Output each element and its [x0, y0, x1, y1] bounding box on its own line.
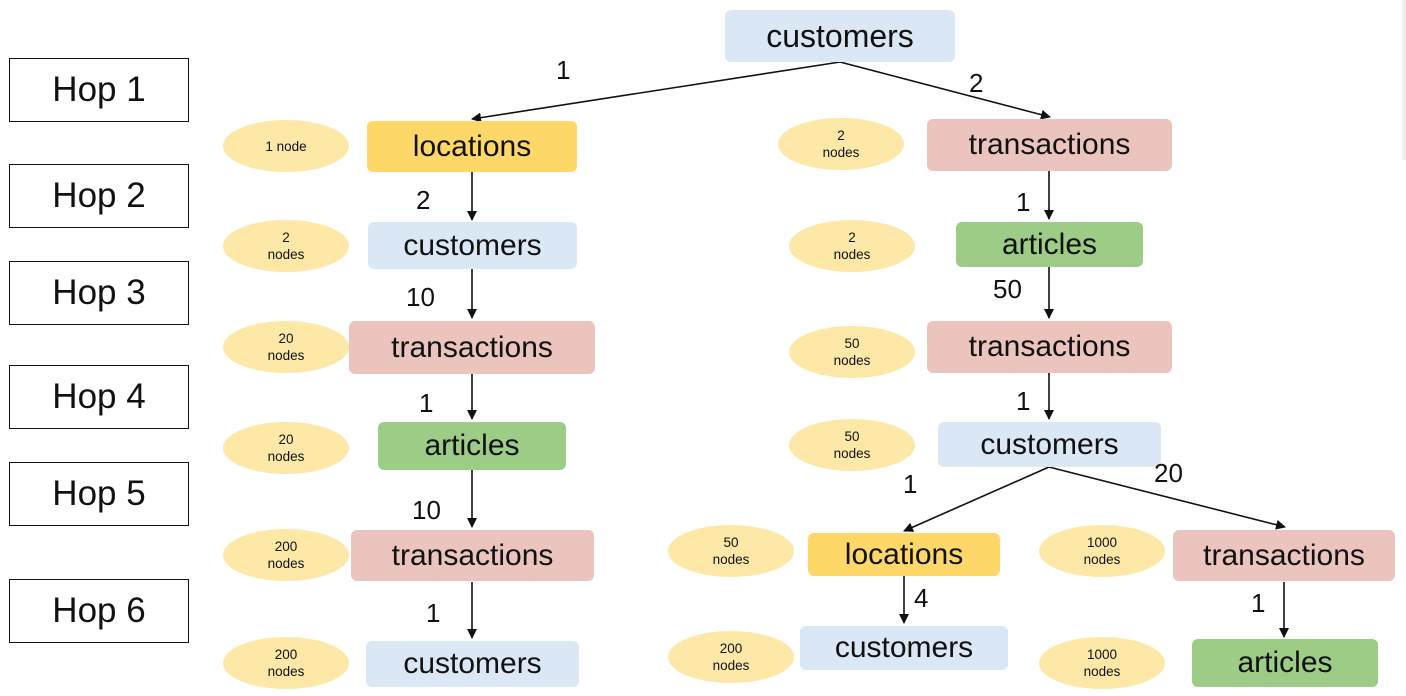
right-branch-b-hop5-count: 1000 nodes [1039, 525, 1165, 577]
left-hop6-count: 200 nodes [223, 637, 349, 689]
right-branch-b-articles-node: articles [1192, 639, 1378, 687]
left-hop5-transactions-node: transactions [351, 530, 594, 581]
right-branch-b-hop6-count: 1000 nodes [1039, 637, 1165, 689]
edge-label-right-hop3: 50 [993, 274, 1022, 304]
right-hop3-transactions-node: transactions [927, 321, 1172, 373]
left-hop1-count: 1 node [223, 120, 349, 172]
edge-label-right-hop1: 2 [969, 68, 984, 98]
left-hop1-locations-node: locations [367, 121, 577, 172]
left-hop3-transactions-node: transactions [349, 321, 595, 374]
right-hop1-transactions-node: transactions [927, 119, 1172, 171]
edge-label-right-hop4: 1 [1016, 386, 1031, 416]
page-edge-shadow [1400, 0, 1406, 160]
hop-label-4: Hop 4 [9, 365, 189, 429]
right-branch-a-customers-node: customers [800, 626, 1008, 670]
left-hop5-count: 200 nodes [223, 529, 349, 581]
hop-label-6: Hop 6 [9, 579, 189, 643]
edge-label-right-branch-b-down: 1 [1251, 588, 1266, 618]
edge-right-branch-a [903, 466, 1050, 532]
edge-label-left-hop1: 1 [556, 55, 571, 85]
root-customers-node: customers [725, 10, 955, 62]
edge-root-to-right-transactions [839, 61, 1051, 120]
left-hop2-customers-node: customers [368, 222, 577, 269]
edge-label-right-hop2: 1 [1016, 187, 1031, 217]
edge-label-right-branch-a-down: 4 [914, 583, 929, 613]
right-branch-a-hop6-count: 200 nodes [668, 631, 794, 683]
left-hop2-count: 2 nodes [223, 220, 349, 272]
hop-label-1: Hop 1 [9, 58, 189, 122]
right-branch-a-hop5-count: 50 nodes [668, 525, 794, 577]
left-hop3-count: 20 nodes [223, 321, 349, 373]
right-hop4-customers-node: customers [938, 422, 1161, 467]
right-branch-a-locations-node: locations [808, 533, 1000, 576]
right-hop1-count: 2 nodes [778, 118, 904, 170]
edge-label-left-hop4: 1 [419, 388, 434, 418]
edge-label-left-hop2: 2 [416, 185, 431, 215]
right-hop4-count: 50 nodes [789, 419, 915, 471]
right-branch-b-transactions-node: transactions [1173, 530, 1395, 581]
hop-label-5: Hop 5 [9, 462, 189, 526]
right-hop2-articles-node: articles [956, 222, 1143, 267]
right-hop3-count: 50 nodes [789, 326, 915, 378]
edge-label-left-hop3: 10 [406, 282, 435, 312]
right-hop2-count: 2 nodes [789, 220, 915, 272]
left-hop4-count: 20 nodes [223, 422, 349, 474]
edge-label-left-hop5: 10 [412, 495, 441, 525]
left-hop6-customers-node: customers [366, 641, 579, 687]
hop-label-2: Hop 2 [9, 164, 189, 228]
hop-label-3: Hop 3 [9, 261, 189, 325]
edge-label-left-hop6: 1 [426, 598, 441, 628]
left-hop4-articles-node: articles [378, 422, 566, 470]
edge-root-to-left-locations [471, 61, 841, 123]
edge-label-right-branch-b: 20 [1154, 458, 1183, 488]
edge-label-right-branch-a: 1 [903, 469, 918, 499]
